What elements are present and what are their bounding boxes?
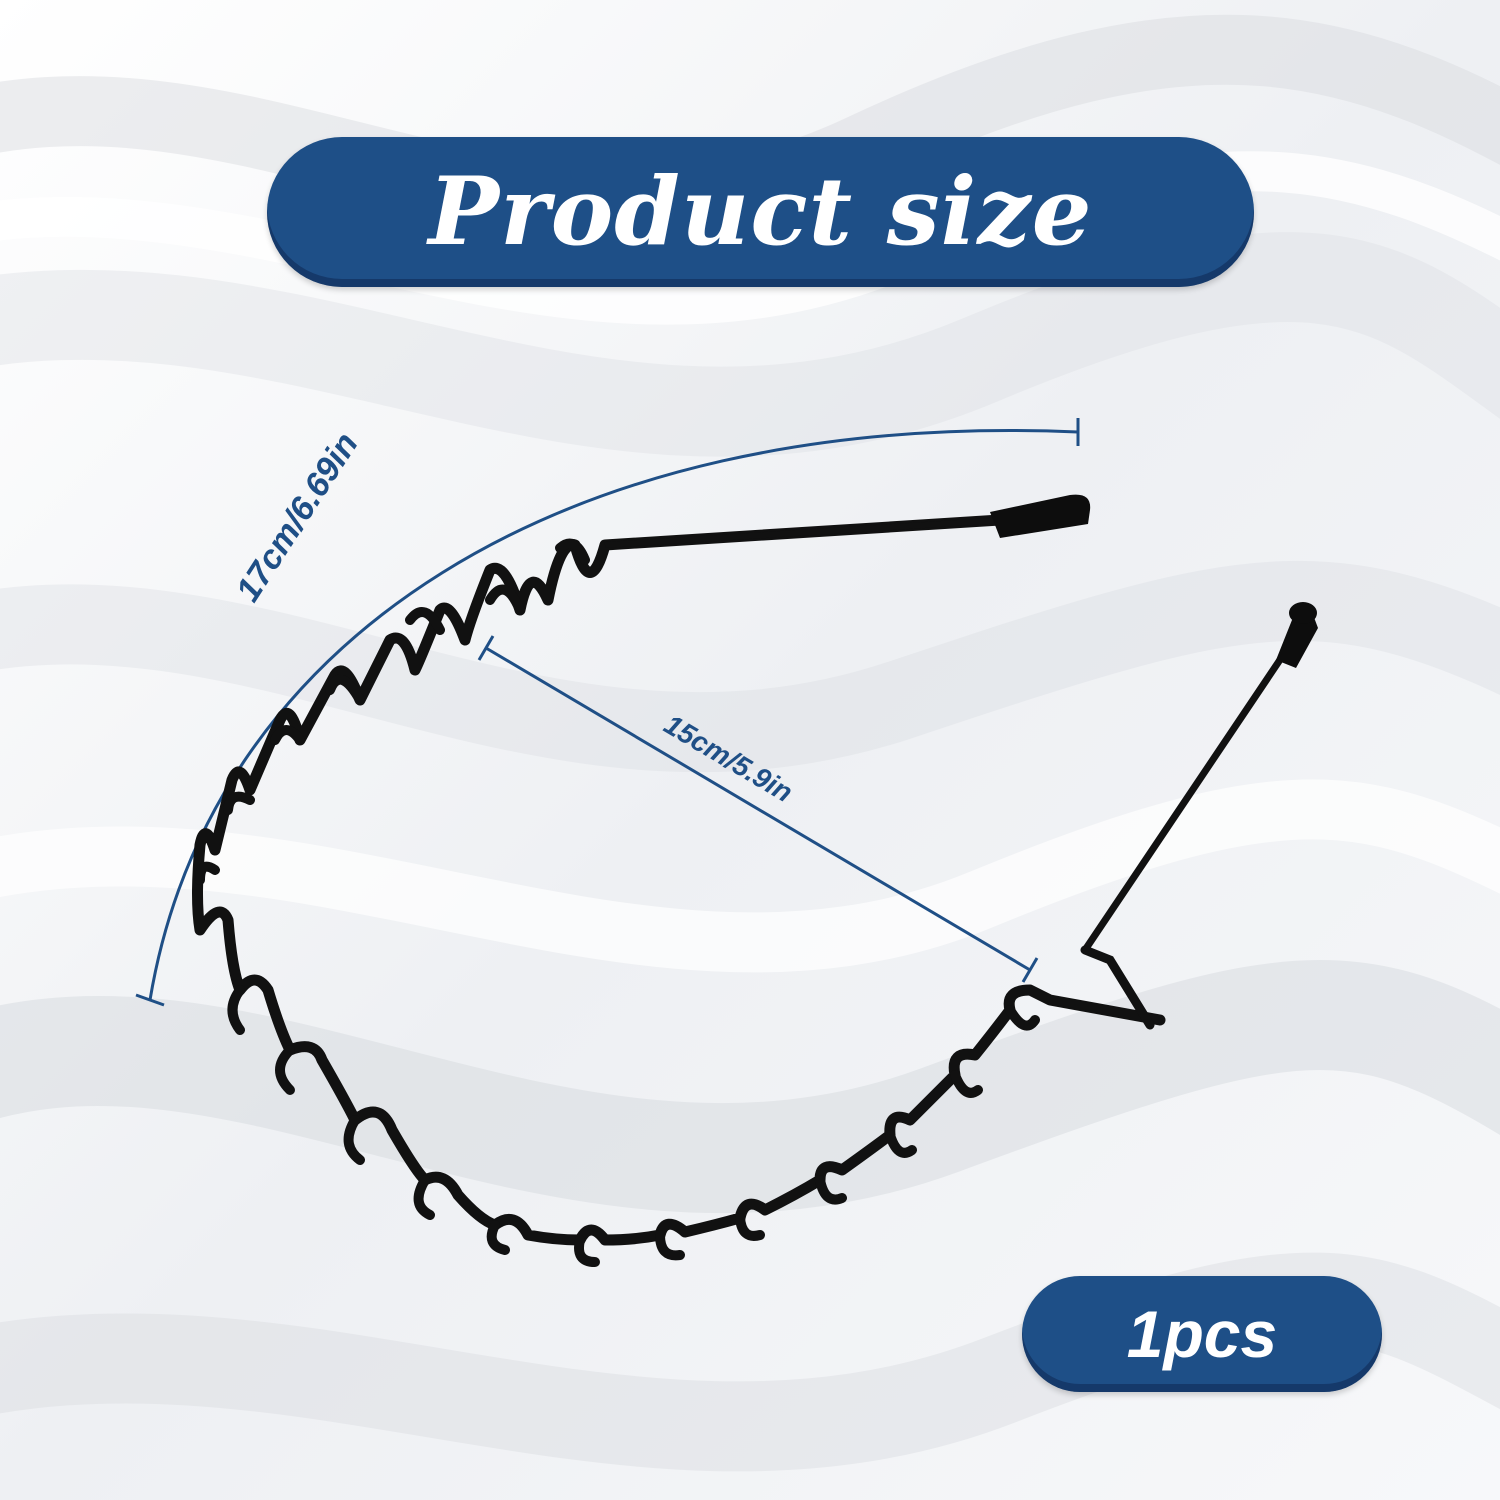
headband-tip-left [990, 494, 1091, 538]
headband [192, 494, 1318, 1267]
headband-elbow-right [1080, 945, 1155, 1030]
title-banner: Product size [267, 137, 1254, 287]
width-dimension-line [477, 635, 1039, 983]
headband-arm-left [604, 517, 1006, 548]
headband-arm-right [1082, 628, 1303, 952]
headband-teeth [195, 538, 1040, 1267]
page-title: Product size [428, 157, 1093, 267]
quantity-label: 1pcs [1126, 1297, 1278, 1371]
headband-tip-right-cap [1289, 602, 1317, 624]
quantity-badge: 1pcs [1022, 1276, 1382, 1392]
